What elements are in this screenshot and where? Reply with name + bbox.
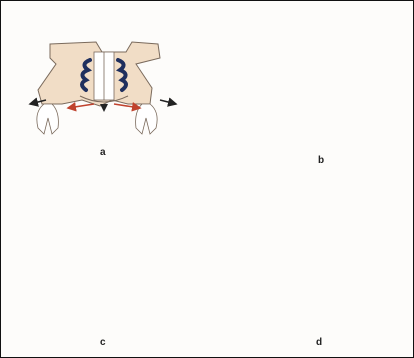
panel-d-label: d bbox=[316, 338, 322, 348]
panel-c-label: c bbox=[100, 338, 106, 348]
panel-b-label: b bbox=[318, 156, 324, 166]
panel-a-diagram bbox=[30, 42, 176, 134]
panel-a-arrow-black-right bbox=[160, 100, 176, 104]
panel-a-tooth-left bbox=[37, 104, 59, 134]
panel-a-label: a bbox=[100, 148, 106, 158]
panel-a-arrow-red-right bbox=[114, 104, 140, 108]
panel-a-arrow-red-left bbox=[68, 104, 94, 108]
